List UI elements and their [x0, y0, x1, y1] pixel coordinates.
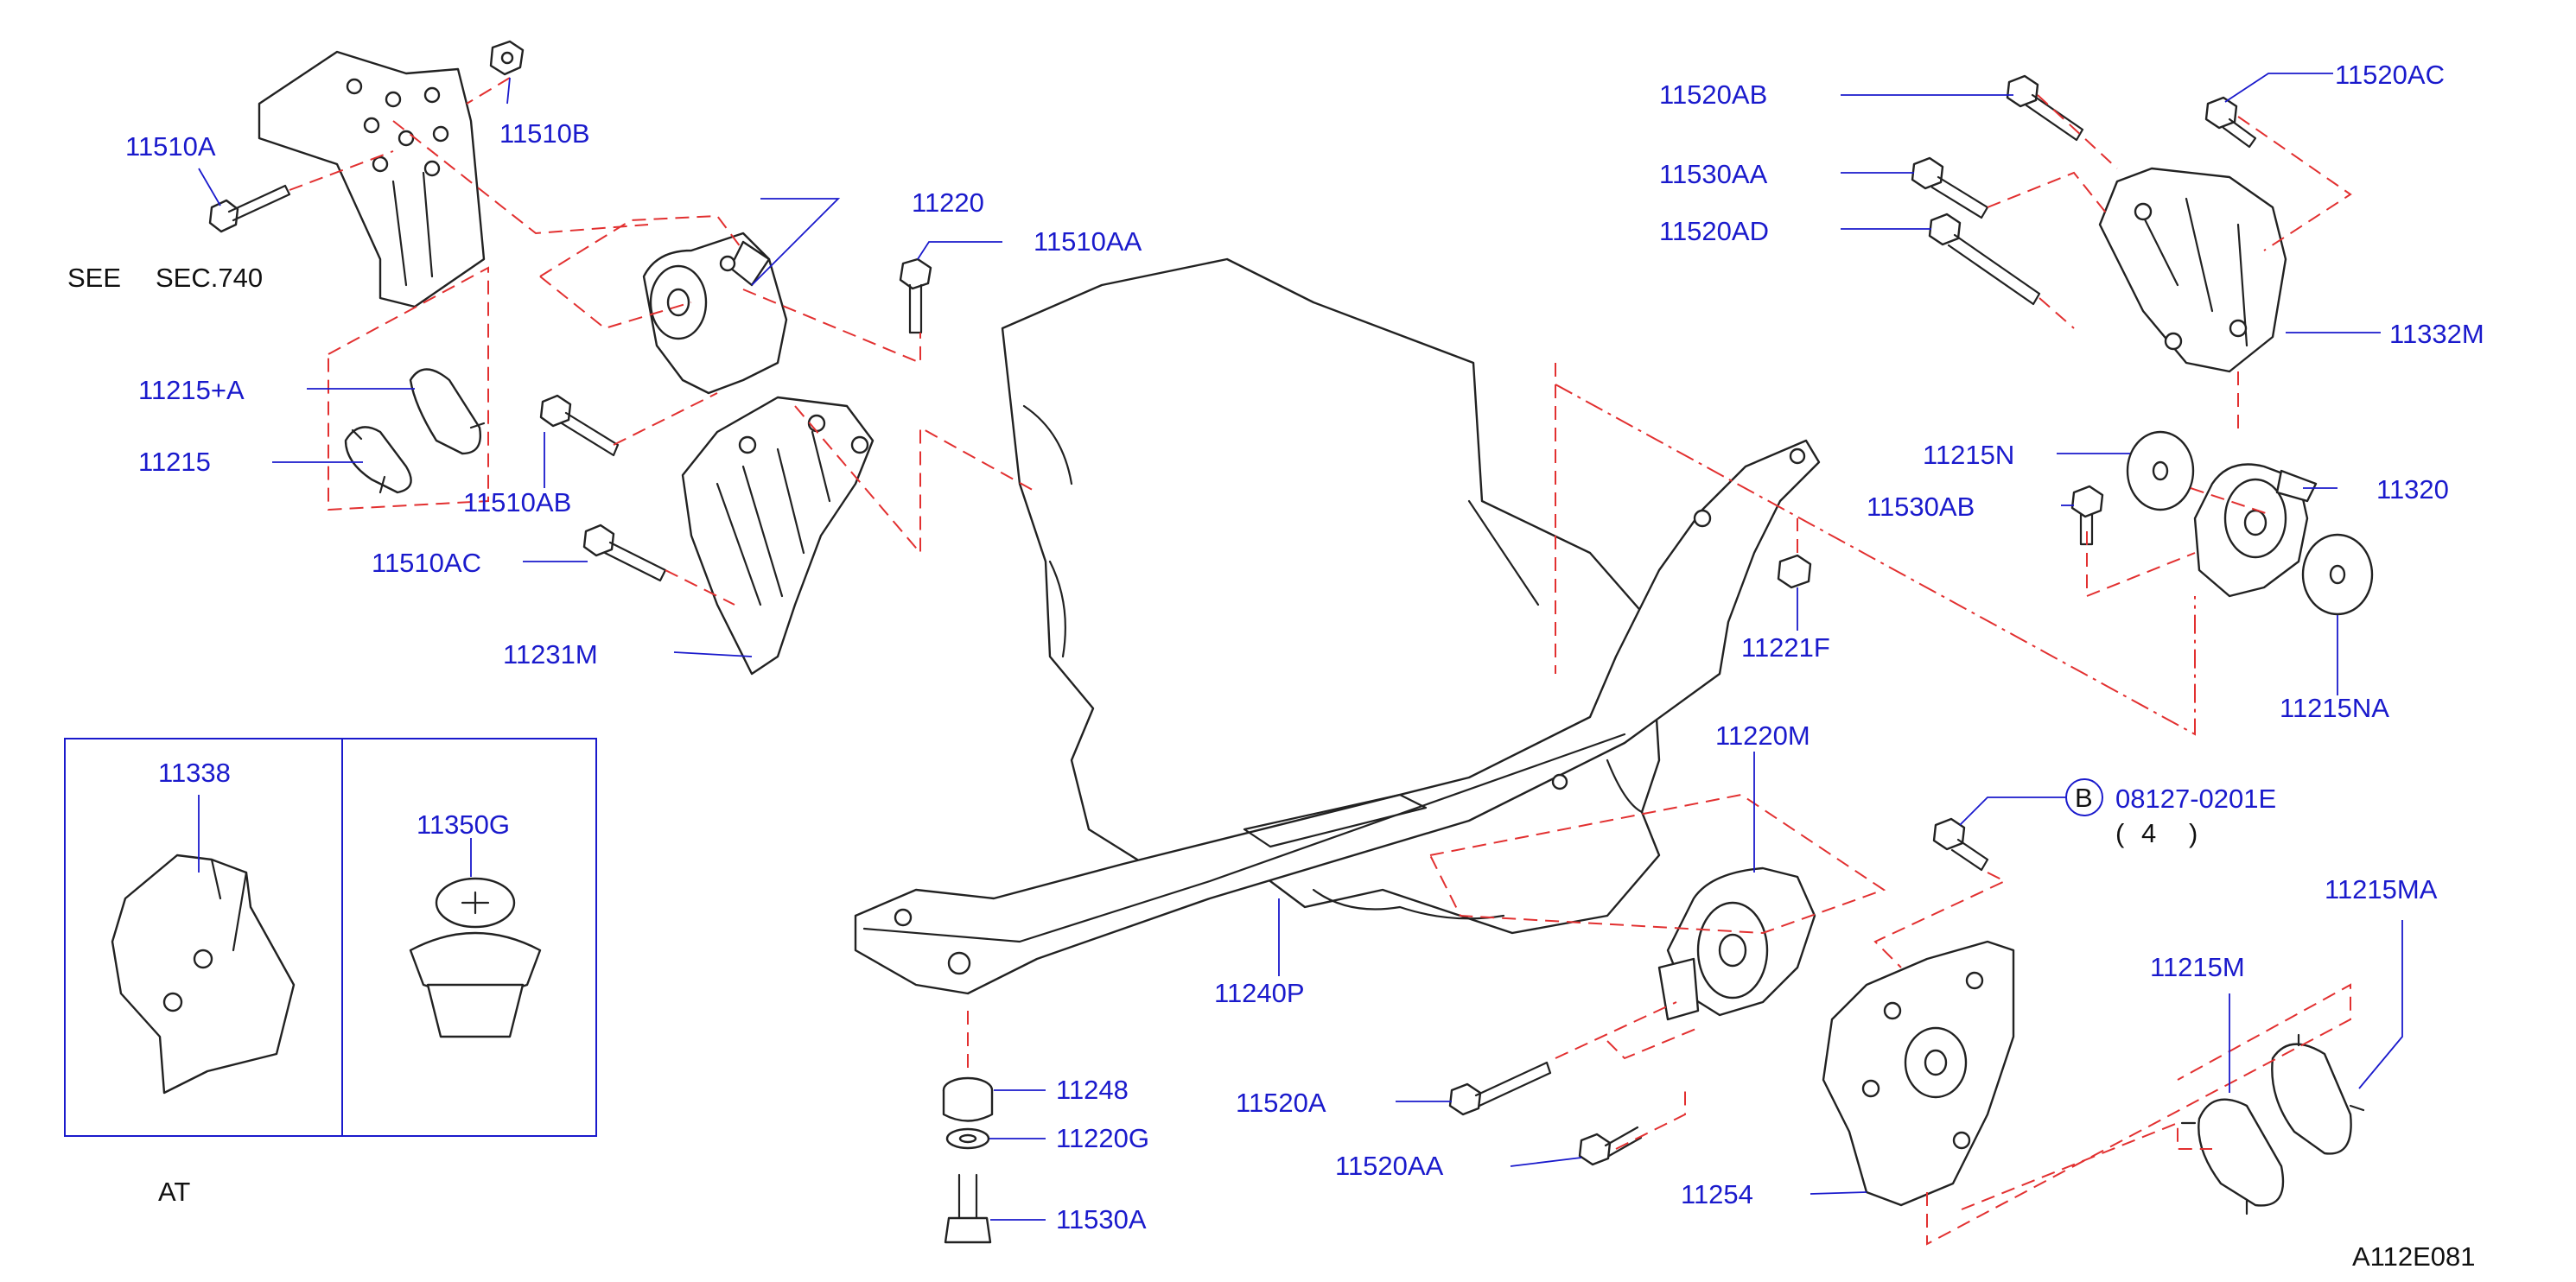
- bolt-11530AB: [2070, 485, 2104, 546]
- label-11240P: 11240P: [1214, 978, 1305, 1008]
- bolt-11520AA: [1578, 1126, 1643, 1166]
- label-11215: 11215: [138, 447, 211, 477]
- bracket-11231M: [681, 396, 875, 676]
- label-11220G: 11220G: [1056, 1123, 1149, 1153]
- bolt-11520AD: [1928, 213, 2041, 306]
- label-11520AD: 11520AD: [1659, 216, 1769, 246]
- bracket-11254: [1822, 940, 2015, 1207]
- label-11520AB: 11520AB: [1659, 79, 1767, 110]
- washer-11220G: [945, 1127, 990, 1150]
- label-11520AC: 11520AC: [2335, 60, 2445, 90]
- callout-qty-close: ): [2189, 818, 2198, 848]
- label-11215NA: 11215NA: [2280, 693, 2389, 723]
- label-11231M: 11231M: [503, 639, 598, 670]
- pad-11215MA: [2271, 1033, 2365, 1155]
- label-11350G: 11350G: [417, 809, 510, 840]
- bracket-11332M: [2098, 167, 2287, 373]
- label-11215MA: 11215MA: [2325, 874, 2438, 904]
- crossmember: [854, 439, 1821, 995]
- see-section: SEC.740: [156, 263, 263, 293]
- diagram-id: A112E081: [2352, 1241, 2476, 1272]
- label-11510AA: 11510AA: [1034, 226, 1142, 257]
- label-11320: 11320: [2376, 474, 2449, 505]
- callout-b-letter: B: [2075, 783, 2093, 813]
- bolt-11530AA: [1911, 156, 1989, 219]
- callout-qty-open: (: [2115, 818, 2125, 848]
- label-11338: 11338: [158, 758, 231, 788]
- labels: 11510A 11510B SEE SEC.740 11220 11510AA …: [67, 60, 2484, 1272]
- label-11215N: 11215N: [1923, 440, 2014, 470]
- at-note: AT: [158, 1177, 190, 1207]
- label-11248: 11248: [1056, 1075, 1129, 1105]
- see-text: SEE: [67, 263, 121, 293]
- callout-b-circle: [2065, 778, 2103, 816]
- insulator-11320: [2193, 463, 2318, 598]
- label-11221F: 11221F: [1741, 632, 1830, 663]
- insulator-11220M: [1657, 866, 1816, 1021]
- callout-qty: 4: [2141, 818, 2156, 848]
- insulator-11220: [642, 232, 788, 395]
- bolt-11520AB: [2006, 74, 2084, 142]
- label-11220: 11220: [912, 187, 984, 218]
- assembly-lines: [289, 77, 2352, 1246]
- label-11510A: 11510A: [125, 131, 216, 162]
- at-detail-box: [64, 738, 597, 1137]
- label-11510B: 11510B: [499, 118, 590, 149]
- label-11530A: 11530A: [1056, 1204, 1147, 1234]
- washer-11215N: [2126, 430, 2195, 511]
- bolt-11530A: [944, 1173, 992, 1244]
- label-11530AB: 11530AB: [1867, 492, 1975, 522]
- bushing-11248: [942, 1076, 994, 1122]
- pad-11215A: [409, 368, 486, 455]
- bolt-11510AC: [582, 524, 667, 582]
- label-11520A: 11520A: [1236, 1088, 1326, 1118]
- label-11520AA: 11520AA: [1335, 1151, 1444, 1181]
- nut-11510B: [489, 40, 525, 76]
- pad-11215: [344, 426, 412, 494]
- label-11215M: 11215M: [2150, 952, 2245, 982]
- label-11510AC: 11510AC: [372, 548, 481, 578]
- label-11510AB: 11510AB: [463, 487, 571, 517]
- bolt-11510AA: [899, 257, 932, 334]
- leader-lines: [198, 73, 2403, 1221]
- nut-11221F: [1777, 554, 1812, 589]
- callout-part-number: 08127-0201E: [2115, 784, 2276, 814]
- label-11215A: 11215+A: [138, 375, 245, 405]
- label-11254: 11254: [1681, 1179, 1753, 1209]
- bolt-11510A: [208, 184, 291, 233]
- label-11530AA: 11530AA: [1659, 159, 1768, 189]
- washer-11215NA: [2301, 533, 2374, 616]
- bolt-11520AC: [2204, 96, 2257, 149]
- heat-shield-bracket: [258, 50, 486, 308]
- bolt-11510AB: [539, 394, 620, 457]
- label-11220M: 11220M: [1715, 720, 1810, 751]
- bolt-08127-0201E: [1932, 817, 1989, 872]
- label-11332M: 11332M: [2389, 319, 2484, 349]
- bolt-11520A: [1448, 1061, 1552, 1116]
- pad-11215M: [2180, 1098, 2285, 1215]
